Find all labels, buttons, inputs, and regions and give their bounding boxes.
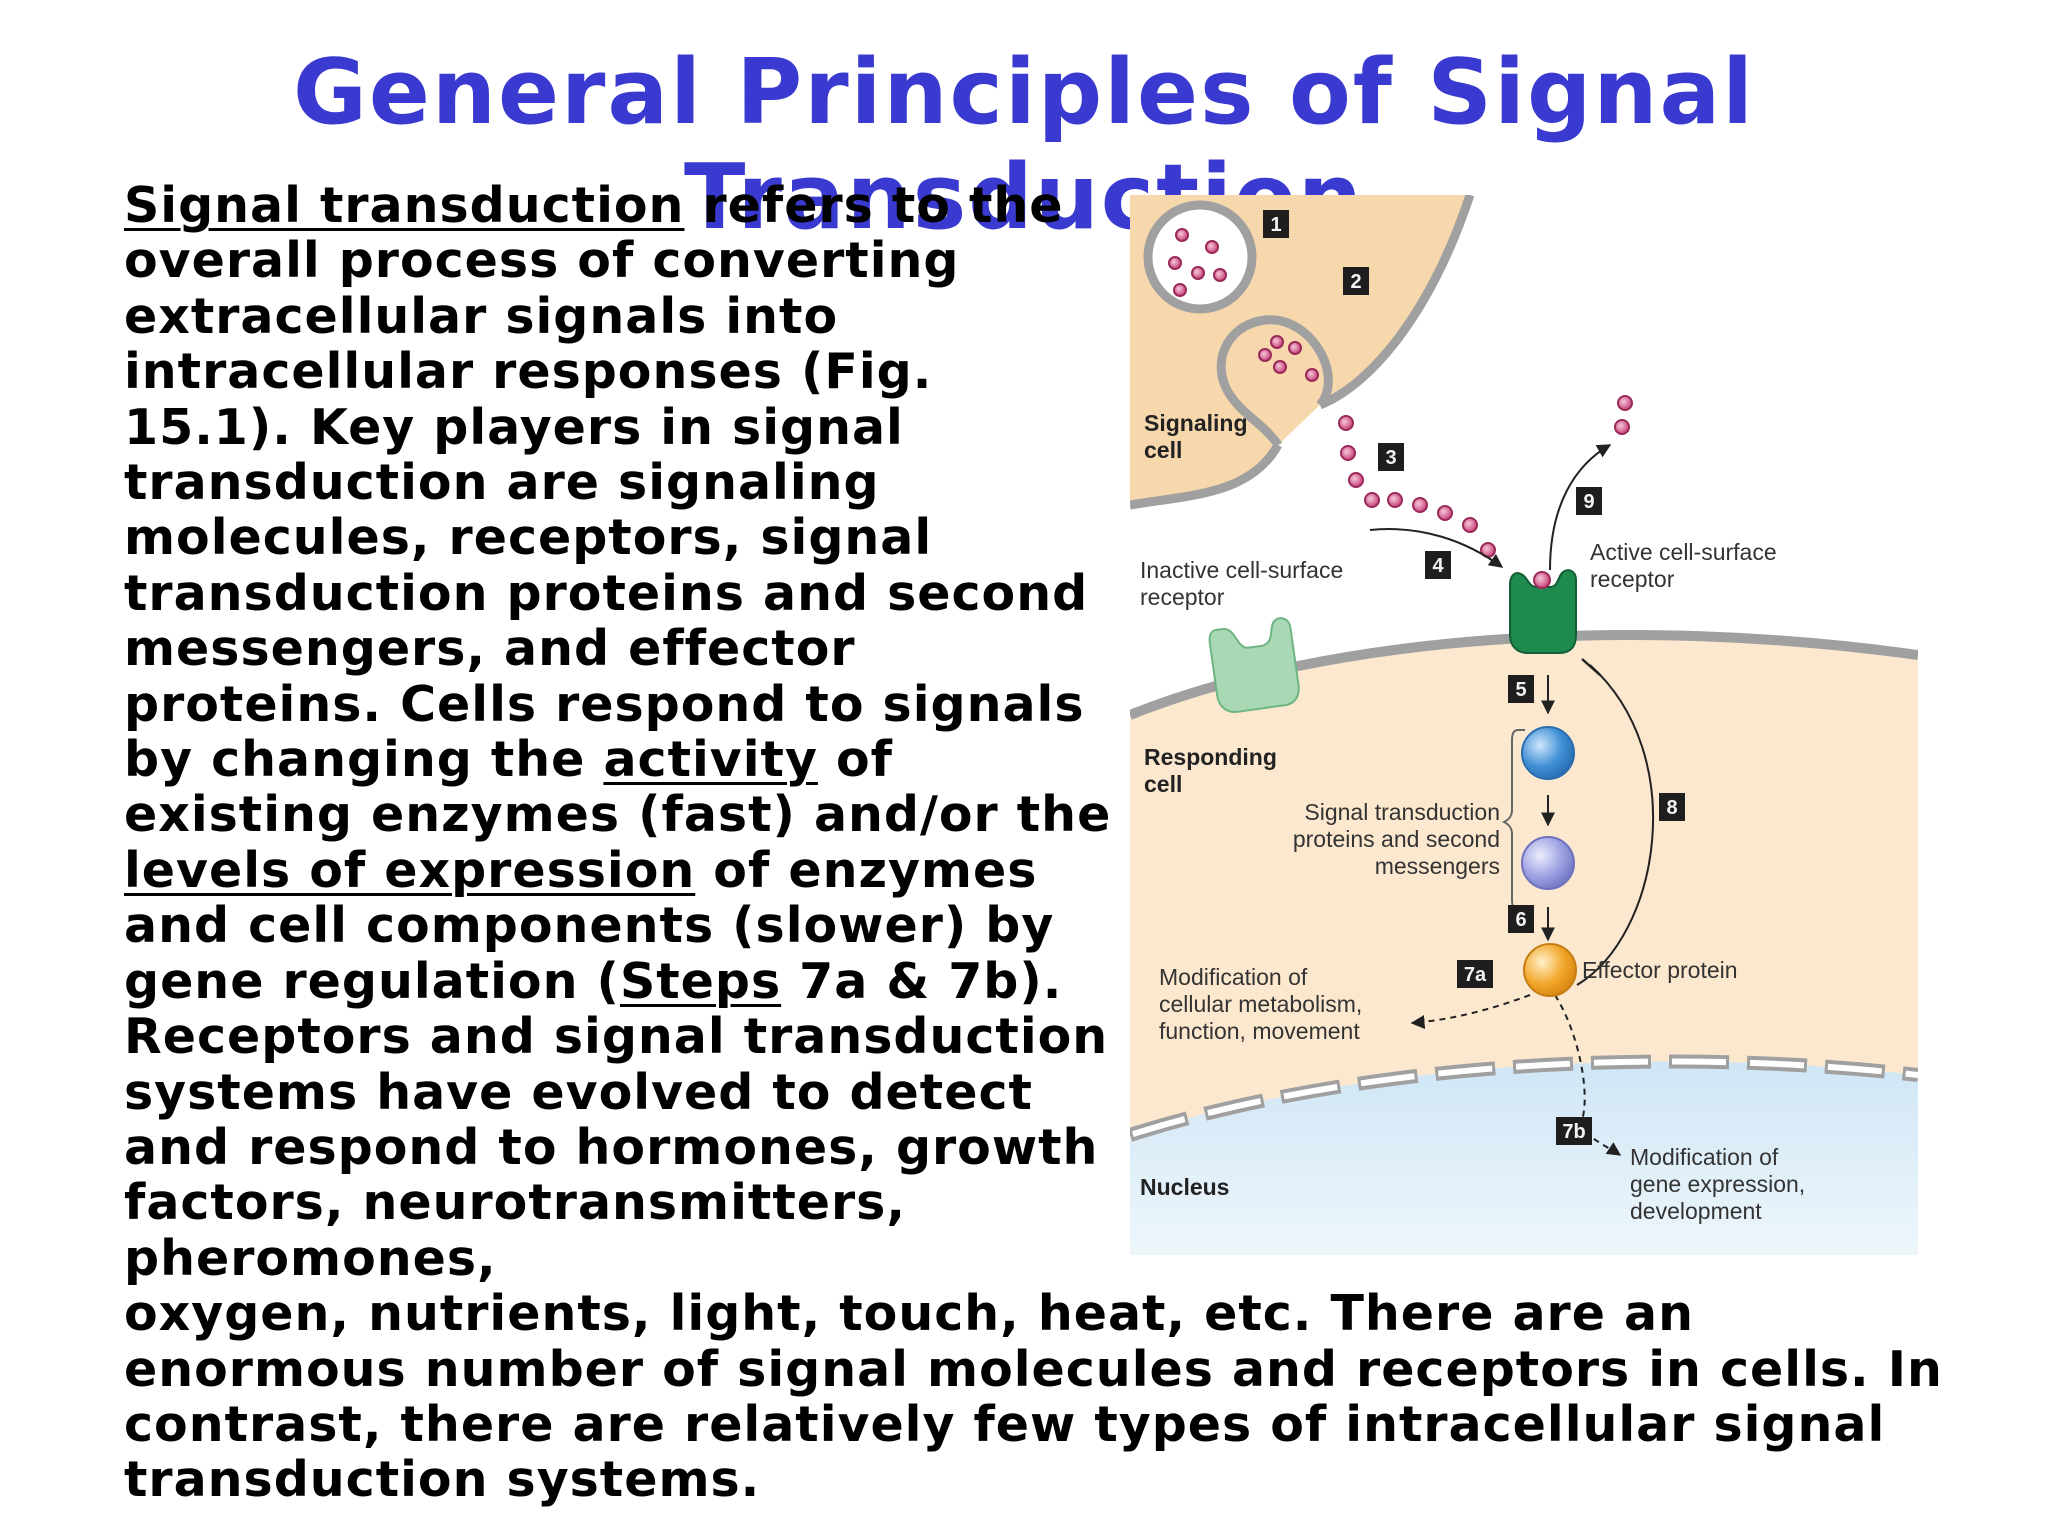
body-line: existing enzymes (fast) and/or the [124, 786, 1112, 844]
body-line: transduction are signaling [124, 454, 880, 512]
label-modification-gene: Modification of [1630, 1144, 1779, 1170]
body-line: proteins. Cells respond to signals [124, 675, 1085, 733]
svg-text:proteins and second: proteins and second [1293, 826, 1500, 852]
body-line: messengers, and effector [124, 620, 856, 678]
body-line: extracellular signals into [124, 287, 839, 345]
active-receptor [1509, 569, 1577, 654]
svg-text:development: development [1630, 1198, 1762, 1224]
signal-molecule [1191, 266, 1205, 280]
signal-molecule [1288, 341, 1302, 355]
step-7a-label: 7a [1457, 960, 1493, 988]
term-activity: activity [603, 731, 818, 789]
step-1-label: 1 [1263, 210, 1289, 238]
label-active-receptor: Active cell-surface [1590, 539, 1777, 565]
body-line: overall process of converting [124, 232, 960, 290]
body-line: 15.1). Key players in signal [124, 398, 904, 456]
arrow-step-9 [1549, 444, 1612, 571]
body-line: by changing the activity of [124, 731, 893, 789]
body-line: levels of expression of enzymes [124, 841, 1038, 899]
label-signaling-cell: Signaling [1144, 410, 1248, 436]
term-levels-of-expression: levels of expression [124, 841, 696, 899]
signal-molecule [1273, 360, 1287, 374]
label-effector-protein: Effector protein [1582, 957, 1738, 983]
body-line: Receptors and signal transduction [124, 1008, 1109, 1066]
svg-text:messengers: messengers [1375, 853, 1500, 879]
body-line: intracellular responses (Fig. [124, 343, 933, 401]
released-signal-molecules [1338, 415, 1496, 558]
effector-protein [1523, 943, 1577, 997]
transduction-bracket [1501, 729, 1525, 911]
inactive-receptor [1208, 617, 1300, 714]
step-4-label: 4 [1425, 551, 1451, 579]
label-modification-metabolism: Modification of [1159, 964, 1308, 990]
body-line: factors, neurotransmitters, [124, 1174, 906, 1232]
label-inactive-receptor: Inactive cell-surface [1140, 557, 1343, 583]
step-5-label: 5 [1508, 675, 1534, 703]
body-line: gene regulation (Steps 7a & 7b). [124, 952, 1063, 1010]
svg-text:9: 9 [1583, 491, 1594, 513]
body-line: and cell components (slower) by [124, 897, 1055, 955]
signal-molecule [1175, 228, 1189, 242]
step-7b-label: 7b [1556, 1117, 1592, 1145]
body-line: enormous number of signal molecules and … [124, 1340, 1943, 1398]
signal-molecule [1258, 348, 1272, 362]
second-messenger [1521, 836, 1575, 890]
step-8-label: 8 [1659, 793, 1685, 821]
svg-text:receptor: receptor [1590, 566, 1675, 592]
signal-molecule [1205, 240, 1219, 254]
term-steps: Steps [619, 952, 782, 1010]
step-2-label: 2 [1343, 267, 1369, 295]
signal-molecule [1270, 335, 1284, 349]
body-line: and respond to hormones, growth [124, 1118, 1099, 1176]
label-responding-cell: Responding [1144, 744, 1277, 770]
svg-text:6: 6 [1515, 909, 1526, 931]
signal-molecule [1213, 268, 1227, 282]
signal-transduction-figure: 1 2 3 4 5 6 7a 7b 8 9 Signaling cell Ina… [1130, 195, 1918, 1255]
svg-text:gene expression,: gene expression, [1630, 1171, 1805, 1197]
step-9-label: 9 [1576, 487, 1602, 515]
svg-text:7a: 7a [1464, 964, 1487, 986]
body-line: molecules, receptors, signal [124, 509, 933, 567]
signal-molecule [1305, 368, 1319, 382]
step-3-label: 3 [1378, 443, 1404, 471]
arrow-step-4 [1369, 528, 1504, 568]
svg-text:cell: cell [1144, 771, 1182, 797]
svg-text:cellular metabolism,: cellular metabolism, [1159, 991, 1362, 1017]
signaling-cell-membrane [1318, 195, 1475, 410]
exocytosis-vesicle [1216, 315, 1333, 448]
svg-text:cell: cell [1144, 437, 1182, 463]
signal-molecule [1173, 283, 1187, 297]
body-line: transduction proteins and second [124, 564, 1089, 622]
svg-text:1: 1 [1270, 214, 1281, 236]
label-transduction-proteins: Signal transduction [1304, 799, 1500, 825]
body-line: pheromones, [124, 1229, 497, 1287]
body-line: oxygen, nutrients, light, touch, heat, e… [124, 1285, 1694, 1343]
feedback-arrow-step-8 [1576, 664, 1654, 986]
dashed-arrow-7b [1554, 994, 1622, 1156]
svg-text:7b: 7b [1562, 1121, 1585, 1143]
signal-transduction-protein [1521, 726, 1575, 780]
svg-text:2: 2 [1350, 271, 1361, 293]
label-nucleus: Nucleus [1140, 1174, 1229, 1200]
body-line: systems have evolved to detect [124, 1063, 1033, 1121]
svg-text:5: 5 [1515, 679, 1526, 701]
signal-molecule [1617, 395, 1633, 411]
svg-text:8: 8 [1666, 797, 1677, 819]
secretory-vesicle [1143, 200, 1257, 314]
body-text: Signal transduction refers to the overal… [124, 178, 1943, 1508]
svg-text:3: 3 [1385, 447, 1396, 469]
signal-molecule [1168, 256, 1182, 270]
body-line: contrast, there are relatively few types… [124, 1395, 1886, 1453]
term-signal-transduction: Signal transduction [124, 177, 685, 234]
body-line: transduction systems. [124, 1451, 761, 1509]
svg-text:function, movement: function, movement [1159, 1018, 1360, 1044]
body-line: Signal transduction refers to the [124, 177, 1064, 234]
svg-text:4: 4 [1432, 555, 1444, 577]
nucleus-region [1130, 1061, 1918, 1255]
dashed-arrow-7a [1410, 994, 1531, 1029]
svg-text:receptor: receptor [1140, 584, 1225, 610]
step-6-label: 6 [1508, 905, 1534, 933]
signal-molecule [1614, 419, 1630, 435]
